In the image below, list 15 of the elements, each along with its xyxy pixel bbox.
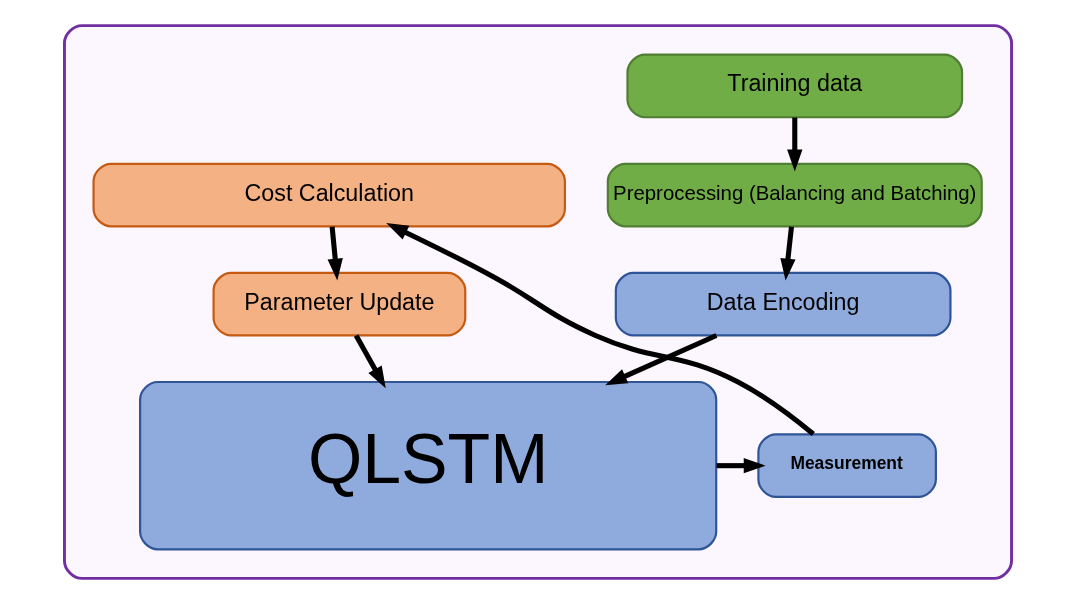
- node-box: Measurement: [756, 433, 937, 499]
- arrow: [385, 223, 815, 436]
- node-box: Data Encoding: [614, 271, 952, 337]
- arrow: [353, 334, 386, 389]
- node-box: Parameter Update: [212, 271, 466, 337]
- arrow: [786, 117, 802, 172]
- node-box: Preprocessing (Balancing and Batching): [606, 162, 983, 228]
- arrow: [779, 226, 796, 281]
- cluster: [62, 24, 1013, 580]
- node-box: Training data: [625, 53, 963, 119]
- arrow: [604, 333, 717, 386]
- node-box: QLSTM: [138, 380, 717, 551]
- node-box: Cost Calculation: [91, 162, 566, 228]
- arrow: [327, 226, 343, 281]
- arrow: [716, 458, 766, 474]
